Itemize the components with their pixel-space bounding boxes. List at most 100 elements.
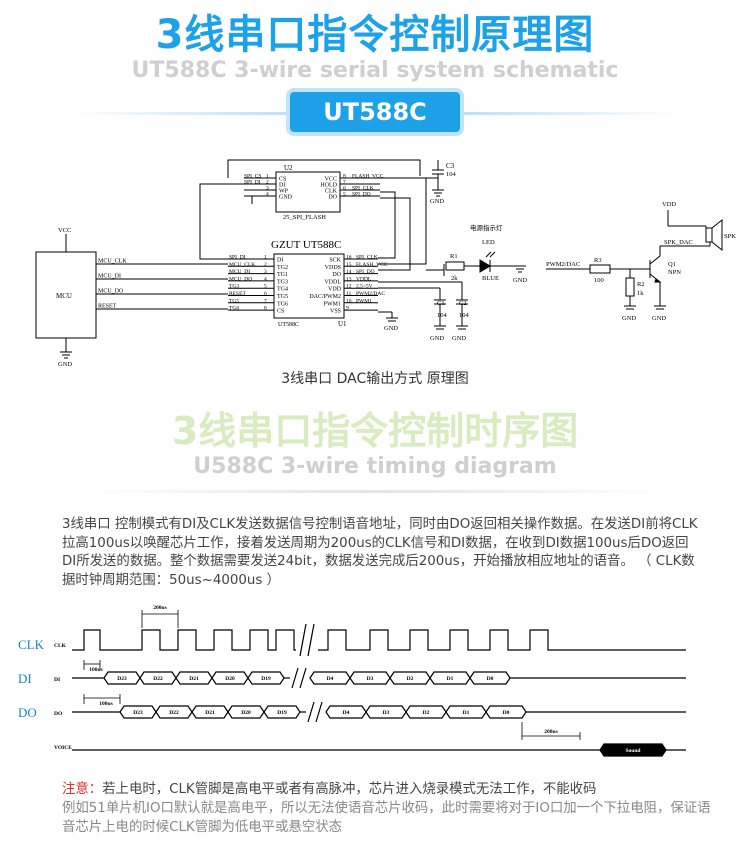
main-pin-num: 15 bbox=[346, 262, 352, 268]
main-pin-num: 16 bbox=[346, 255, 352, 261]
r1-value: 2k bbox=[451, 275, 458, 282]
do-bit-label: D0 bbox=[503, 710, 510, 716]
flash-pin-num: 7 bbox=[343, 180, 346, 186]
di-bit-label: D2 bbox=[407, 676, 414, 682]
mcu-net-label: MCU_DI bbox=[98, 274, 121, 280]
q1-type: NPN bbox=[668, 269, 681, 276]
r2-gnd: GND bbox=[622, 315, 636, 322]
main-net-label: PWM1 bbox=[356, 298, 372, 304]
main-pin-name: VDDL bbox=[324, 279, 341, 285]
vdd-label: VDD bbox=[662, 201, 676, 208]
timing-subtitle: U588C 3-wire timing diagram bbox=[193, 454, 557, 479]
warning-highlight: 注意： bbox=[62, 782, 103, 797]
main-pin-name: TG3 bbox=[277, 279, 288, 285]
do-bit-label: D22 bbox=[169, 710, 179, 716]
power-decoupling: C1 104 C2 104 GND GND GND bbox=[378, 281, 470, 342]
main-pin-num: 1 bbox=[264, 255, 267, 261]
do-bit-label: D4 bbox=[343, 710, 350, 716]
flash-pin-num: 2 bbox=[266, 180, 269, 186]
r3-ref: R3 bbox=[594, 257, 602, 264]
do-bit-label: D1 bbox=[463, 710, 470, 716]
led-gnd: GND bbox=[513, 277, 527, 284]
interconnect-wires bbox=[199, 159, 438, 271]
main-pin-num: 5 bbox=[264, 284, 267, 290]
chip-badge: UT588C bbox=[290, 92, 460, 132]
c3-value: 104 bbox=[446, 171, 457, 178]
signal-label-do: DO bbox=[18, 705, 37, 720]
c1-gnd: GND bbox=[430, 335, 444, 342]
flash-net-label: SPI_CLK bbox=[352, 186, 374, 192]
mcu-net-label: MCU_DO bbox=[98, 289, 124, 295]
di-bit-label: D23 bbox=[117, 676, 127, 682]
main-pin-num: 4 bbox=[264, 276, 267, 282]
signal-label-di: DI bbox=[18, 671, 32, 686]
do-bit-label: D2 bbox=[423, 710, 430, 716]
flash-pin-name: CS bbox=[279, 177, 286, 183]
main-chip: GZUT UT588C UT588C U1 DI1SPI_DITG22MCU_C… bbox=[228, 239, 388, 328]
do-bit-label: D23 bbox=[133, 710, 143, 716]
main-net-label: PWM2/DAC bbox=[356, 291, 385, 297]
warning-line2: 例如51单片机IO口默认就是高电平，所以无法使语音芯片收码，此时需要将对于IO口… bbox=[62, 801, 711, 835]
main-pin-name: VDD bbox=[328, 287, 342, 293]
page-title: 3线串口指令控制原理图 bbox=[155, 12, 595, 58]
c2-gnd: GND bbox=[452, 335, 466, 342]
clk-trace bbox=[72, 629, 296, 651]
flash-pin-num: 4 bbox=[266, 192, 269, 198]
flash-net-label: SPI_CS bbox=[244, 174, 261, 180]
main-chip-title: GZUT UT588C bbox=[271, 239, 341, 251]
c1-value: 104 bbox=[437, 312, 448, 319]
di-bit-label: D19 bbox=[261, 676, 271, 682]
r2-value: 1k bbox=[637, 290, 644, 297]
flash-pin-name: WP bbox=[279, 189, 289, 195]
flash-pin-name: CLK bbox=[325, 189, 338, 195]
mcu-label: MCU bbox=[56, 292, 72, 300]
chip-badge-bar: UT588C bbox=[0, 92, 750, 134]
flash-name: 25_SPI_FLASH bbox=[283, 214, 326, 221]
do-bit-label: D21 bbox=[205, 710, 215, 716]
main-net-label: SPI_DI bbox=[229, 255, 246, 261]
spk-label: SPK bbox=[724, 233, 736, 240]
warning-note: 注意：若上电时，CLK管脚是高电平或者有高脉冲，芯片进入烧录模式无法工作，不能收… bbox=[62, 780, 722, 837]
main-pin-num: 9 bbox=[346, 306, 349, 312]
flash-pin-name: VCC bbox=[325, 177, 337, 183]
led-title: 电源指示灯 bbox=[470, 223, 503, 232]
r3-value: 100 bbox=[594, 277, 604, 284]
c2-ref: C2 bbox=[459, 300, 467, 307]
capacitor-c3: C3 104 GND bbox=[430, 160, 457, 205]
flash-pin-name: GND bbox=[279, 195, 293, 201]
main-pin-name: CS bbox=[277, 309, 284, 315]
vcc-label: VCC bbox=[58, 227, 71, 234]
main-pin-name: TG5 bbox=[277, 294, 288, 300]
main-pin-num: 3 bbox=[264, 269, 267, 275]
main-pin-num: 6 bbox=[264, 291, 267, 297]
main-net-label: MCU_CLK bbox=[229, 262, 255, 268]
main-pin-name: SCK bbox=[329, 258, 341, 264]
flash-pin-num: 5 bbox=[343, 192, 346, 198]
flash-pin-name: DI bbox=[279, 183, 285, 189]
break-mark bbox=[315, 701, 323, 723]
q1-ref: Q1 bbox=[668, 261, 676, 268]
main-pin-num: 12 bbox=[346, 284, 352, 290]
main-pin-name: DO bbox=[332, 272, 341, 278]
delay-label: 100us bbox=[89, 667, 102, 673]
flash-net-label: FLASH_VCC bbox=[352, 174, 384, 180]
di-bit-label: D0 bbox=[487, 676, 494, 682]
voice-box-label: Sound bbox=[626, 748, 641, 754]
main-net-label: SPI_DO bbox=[356, 269, 375, 275]
main-pin-name: TG1 bbox=[277, 272, 288, 278]
schematic-diagram: U2 25_SPI_FLASH CS1SPI_CSDI2SPI_DIWP3GND… bbox=[35, 159, 736, 368]
main-pin-num: 13 bbox=[346, 276, 352, 282]
flash-pin-num: 1 bbox=[266, 174, 269, 180]
main-pin-num: 2 bbox=[264, 262, 267, 268]
trace-label: VOICE bbox=[54, 745, 72, 751]
main-pin-name: PWM1 bbox=[324, 301, 341, 307]
di-bit-label: D4 bbox=[327, 676, 334, 682]
flash-pin-name: HOLD bbox=[320, 183, 337, 189]
spk-dac-label: SPK_DAC bbox=[664, 239, 693, 246]
di-bit-label: D20 bbox=[225, 676, 235, 682]
pwm-net-label: PWM2/DAC bbox=[546, 261, 580, 268]
voice-delay-label: 200us bbox=[544, 729, 557, 735]
warning-line1: 若上电时，CLK管脚是高电平或者有高脉冲，芯片进入烧录模式无法工作，不能收码 bbox=[102, 782, 597, 797]
break-mark bbox=[307, 701, 315, 723]
main-net-label: SPI_CLK bbox=[356, 255, 378, 261]
